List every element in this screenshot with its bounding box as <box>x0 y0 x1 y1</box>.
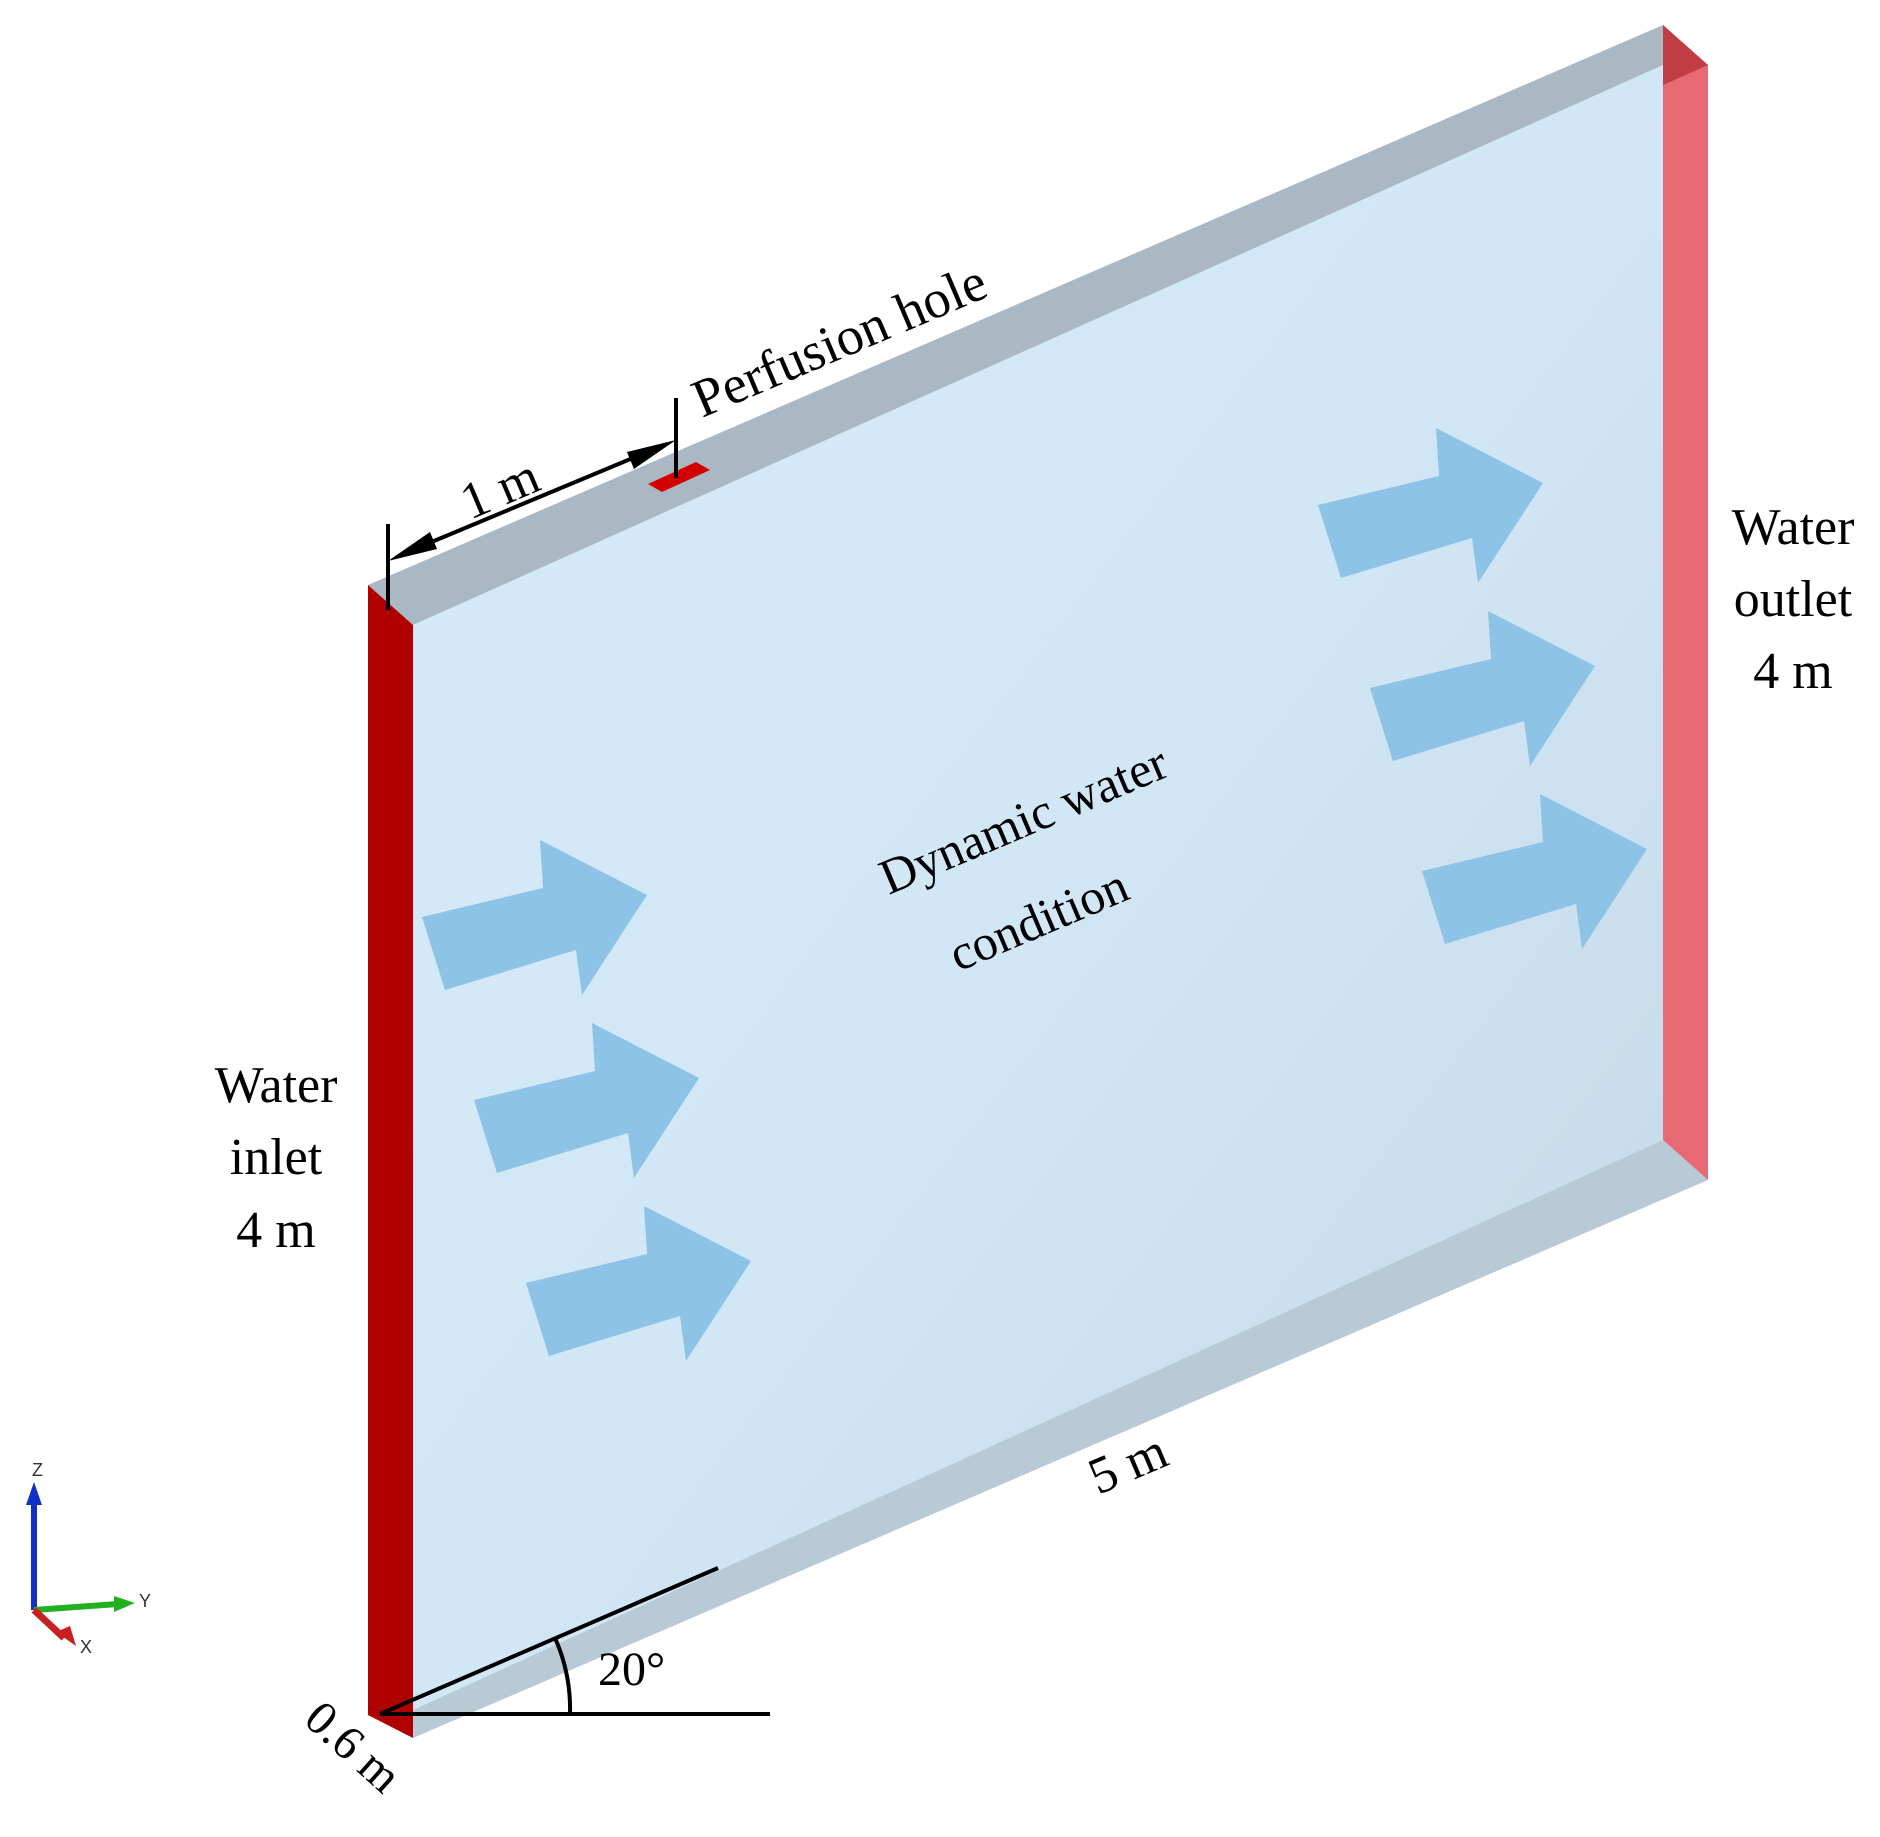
right-arrow-icon <box>526 1206 751 1361</box>
flow-arrows-left <box>422 840 751 1361</box>
x-axis-label: X <box>80 1637 92 1657</box>
water-outlet-face <box>1663 65 1708 1180</box>
right-arrow-icon <box>474 1023 699 1178</box>
x-axis-arrowhead <box>56 1626 76 1646</box>
hole-distance-dimension <box>386 398 678 610</box>
perfusion-hole <box>648 462 710 492</box>
axis-triad: Z Y X <box>26 1460 151 1657</box>
right-arrow-icon <box>1318 428 1543 583</box>
angle-indicator <box>379 1566 770 1716</box>
flow-arrows-right <box>1318 428 1647 949</box>
water-outlet-label-line2: outlet <box>1734 571 1853 628</box>
water-inlet-label-line1: Water <box>215 1057 338 1114</box>
angle-label: 20° <box>598 1643 665 1696</box>
dimension-arrowhead-right <box>627 440 676 469</box>
z-axis-label: Z <box>32 1460 43 1480</box>
right-arrow-icon <box>422 840 647 995</box>
top-face <box>368 25 1708 625</box>
water-inlet-label-line2: inlet <box>230 1129 323 1186</box>
right-arrow-icon <box>1370 611 1595 766</box>
right-arrow-icon <box>1422 794 1647 949</box>
bottom-face <box>368 1140 1708 1738</box>
y-axis-arrowhead <box>114 1596 135 1612</box>
dimension-arrowhead-left <box>388 532 437 561</box>
water-outlet-label-line1: Water <box>1732 499 1855 556</box>
water-inlet-face <box>368 585 413 1738</box>
y-axis <box>33 1601 119 1613</box>
water-outlet-label-line3: 4 m <box>1753 643 1832 700</box>
z-axis-arrowhead <box>26 1482 42 1505</box>
water-inlet-label-line3: 4 m <box>236 1202 315 1259</box>
water-outlet-top <box>1663 25 1708 85</box>
y-axis-label: Y <box>139 1591 151 1611</box>
